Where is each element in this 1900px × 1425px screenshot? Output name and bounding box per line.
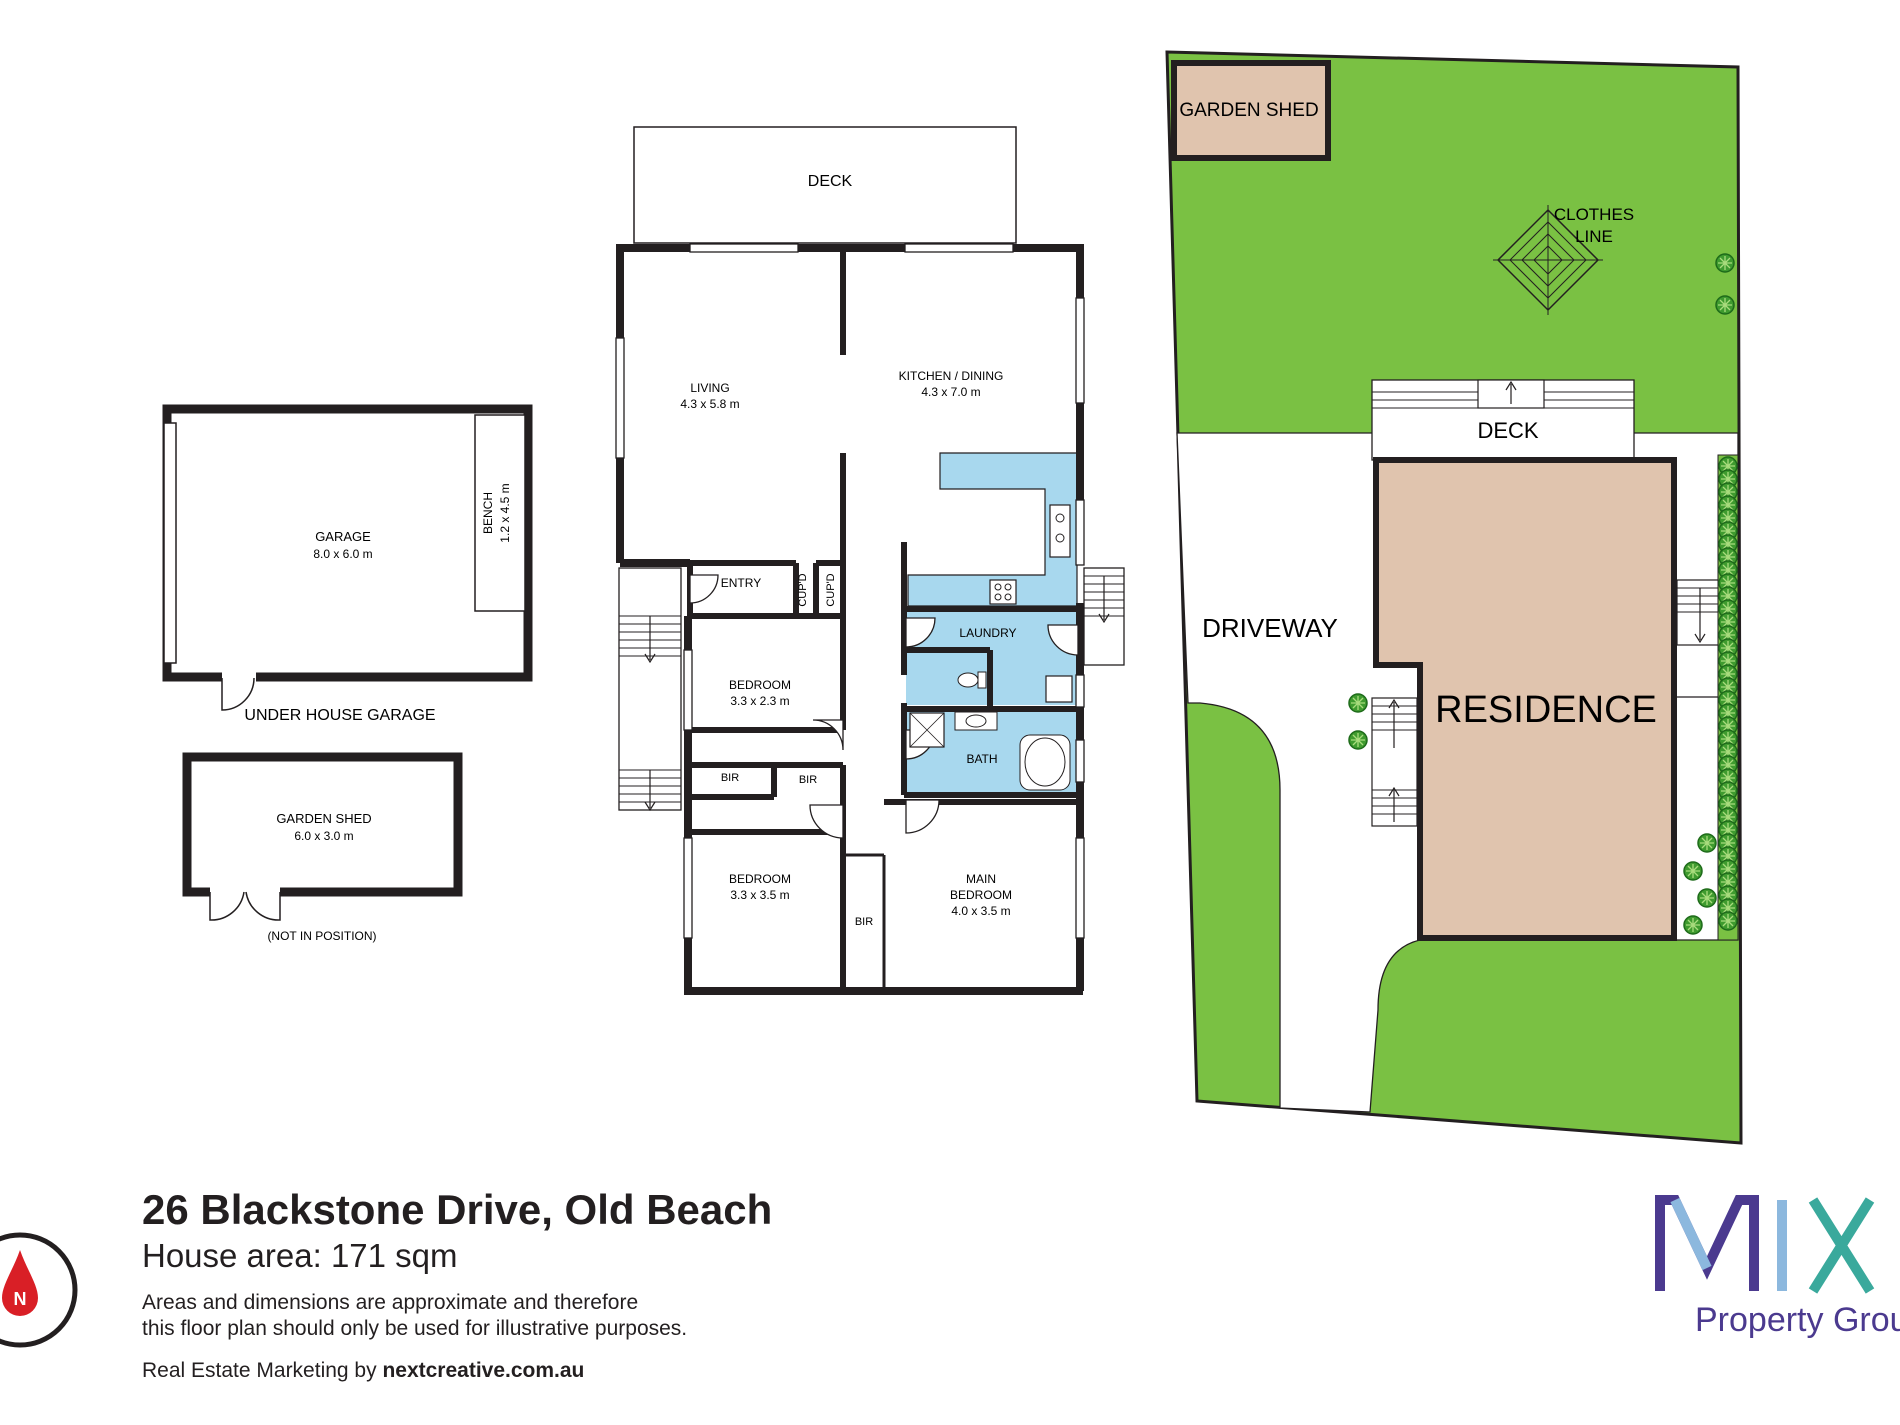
window-icon — [1075, 837, 1085, 939]
shed-label: GARDEN SHED — [276, 811, 371, 826]
agency-logo: Property Group — [1655, 1188, 1900, 1378]
bedroom-label: BEDROOM — [729, 678, 791, 692]
disclaimer-line-1: Areas and dimensions are approximate and… — [142, 1291, 639, 1314]
shed-note: (NOT IN POSITION) — [267, 929, 376, 943]
residence-label: RESIDENCE — [1435, 689, 1657, 731]
shrub-icon — [1715, 253, 1735, 273]
credit-prefix: Real Estate Marketing by — [142, 1359, 383, 1382]
bir-label: BIR — [721, 772, 739, 784]
disclaimer: Areas and dimensions are approximate and… — [142, 1290, 1042, 1342]
garden-shed-plan: GARDEN SHED 6.0 x 3.0 m (NOT IN POSITION… — [182, 752, 463, 943]
sink-icon — [954, 711, 998, 731]
bathtub-icon — [1019, 734, 1071, 791]
sink-icon — [1045, 675, 1073, 703]
living-dimensions: 4.3 x 5.8 m — [680, 397, 739, 411]
window-icon — [1075, 674, 1085, 708]
house-area: House area: 171 sqm — [142, 1237, 458, 1274]
laundry-label: LAUNDRY — [959, 626, 1016, 640]
house-floor-plan: DECK — [615, 126, 1125, 995]
shrub-icon — [1718, 911, 1738, 931]
living-label: LIVING — [690, 381, 729, 395]
cupboard-label: CUP'D — [797, 573, 809, 606]
window-icon — [689, 243, 799, 253]
site-plan: DRIVEWAY GARDEN SHED CLOTHES LINE DECK R… — [1165, 50, 1743, 1145]
bench-dimensions: 1.2 x 4.5 m — [498, 483, 512, 542]
logo-tagline: Property Group — [1695, 1301, 1900, 1339]
bench — [474, 414, 526, 612]
main-bedroom-label: BEDROOM — [950, 888, 1012, 902]
shrub-icon — [1697, 888, 1717, 908]
property-info: 26 Blackstone Drive, Old Beach House are… — [142, 1186, 1042, 1384]
door-swing-icon — [905, 799, 940, 834]
bir-label: BIR — [799, 774, 817, 786]
compass-icon: N — [0, 1232, 78, 1348]
stair-icon — [1083, 567, 1125, 666]
bir-label: BIR — [855, 916, 873, 928]
stair-icon — [1676, 579, 1724, 646]
window-icon — [615, 337, 625, 459]
deck-label: DECK — [808, 173, 853, 190]
bedroom-dimensions: 3.3 x 3.5 m — [730, 888, 789, 902]
kitchen-dimensions: 4.3 x 7.0 m — [921, 385, 980, 399]
stair-icon — [1371, 697, 1418, 827]
shrub-icon — [1697, 833, 1717, 853]
door-swing-icon — [209, 891, 245, 921]
shrub-icon — [1683, 861, 1703, 881]
shrub-icon — [1718, 456, 1738, 931]
door-swing-icon — [809, 804, 844, 839]
garage-dimensions: 8.0 x 6.0 m — [313, 547, 372, 561]
clothes-line-icon — [1493, 205, 1603, 315]
credit-website-link[interactable]: nextcreative.com.au — [382, 1359, 585, 1382]
window-icon — [1075, 499, 1085, 566]
marketing-credit: Real Estate Marketing by nextcreative.co… — [142, 1358, 1042, 1384]
stair-icon — [618, 567, 682, 812]
stove-icon — [989, 579, 1017, 605]
door-swing-icon — [245, 891, 281, 921]
main-bedroom-dimensions: 4.0 x 3.5 m — [951, 904, 1010, 918]
entry-label: ENTRY — [721, 576, 761, 590]
shrub-icon — [1683, 915, 1703, 935]
bedroom-label: BEDROOM — [729, 872, 791, 886]
shrub-icon — [1715, 295, 1735, 315]
bedroom-dimensions: 3.3 x 2.3 m — [730, 694, 789, 708]
shrub-icon — [1348, 730, 1368, 750]
disclaimer-line-2: this floor plan should only be used for … — [142, 1317, 688, 1340]
window-icon — [1075, 739, 1085, 783]
mix-logo-mark — [1655, 1195, 1875, 1294]
bath-label: BATH — [966, 752, 997, 766]
garage-caption: UNDER HOUSE GARAGE — [244, 707, 435, 724]
under-house-garage: GARAGE 8.0 x 6.0 m BENCH 1.2 x 4.5 m UND… — [162, 404, 533, 724]
door-swing-icon — [1047, 624, 1079, 656]
compass-north-label: N — [14, 1289, 27, 1309]
bench-label: BENCH — [481, 492, 495, 534]
window-icon — [1075, 297, 1085, 404]
shed-dimensions: 6.0 x 3.0 m — [294, 829, 353, 843]
clothes-line-label: CLOTHES — [1554, 205, 1634, 224]
driveway-label: DRIVEWAY — [1202, 613, 1338, 643]
kitchen-label: KITCHEN / DINING — [899, 369, 1004, 383]
site-deck-label: DECK — [1477, 418, 1538, 443]
cupboard-label: CUP'D — [825, 573, 837, 606]
site-garden-shed — [1171, 60, 1331, 161]
main-bedroom-label: MAIN — [966, 872, 996, 886]
shrub-icon — [1348, 693, 1368, 713]
site-residence — [1373, 457, 1677, 941]
door-swing-icon — [812, 719, 844, 751]
garage-label: GARAGE — [315, 529, 371, 544]
door-swing-icon — [905, 617, 936, 648]
sink-icon — [1049, 504, 1071, 558]
toilet-icon — [957, 672, 979, 688]
door-swing-icon — [221, 677, 255, 711]
clothes-line-label: LINE — [1575, 227, 1613, 246]
property-address: 26 Blackstone Drive, Old Beach — [142, 1186, 773, 1233]
window-icon — [163, 422, 177, 664]
window-icon — [904, 243, 1014, 253]
window-icon — [683, 649, 693, 731]
deck-area — [633, 126, 1017, 244]
door-swing-icon — [689, 574, 719, 604]
window-icon — [683, 837, 693, 939]
site-shed-label: GARDEN SHED — [1179, 100, 1318, 121]
